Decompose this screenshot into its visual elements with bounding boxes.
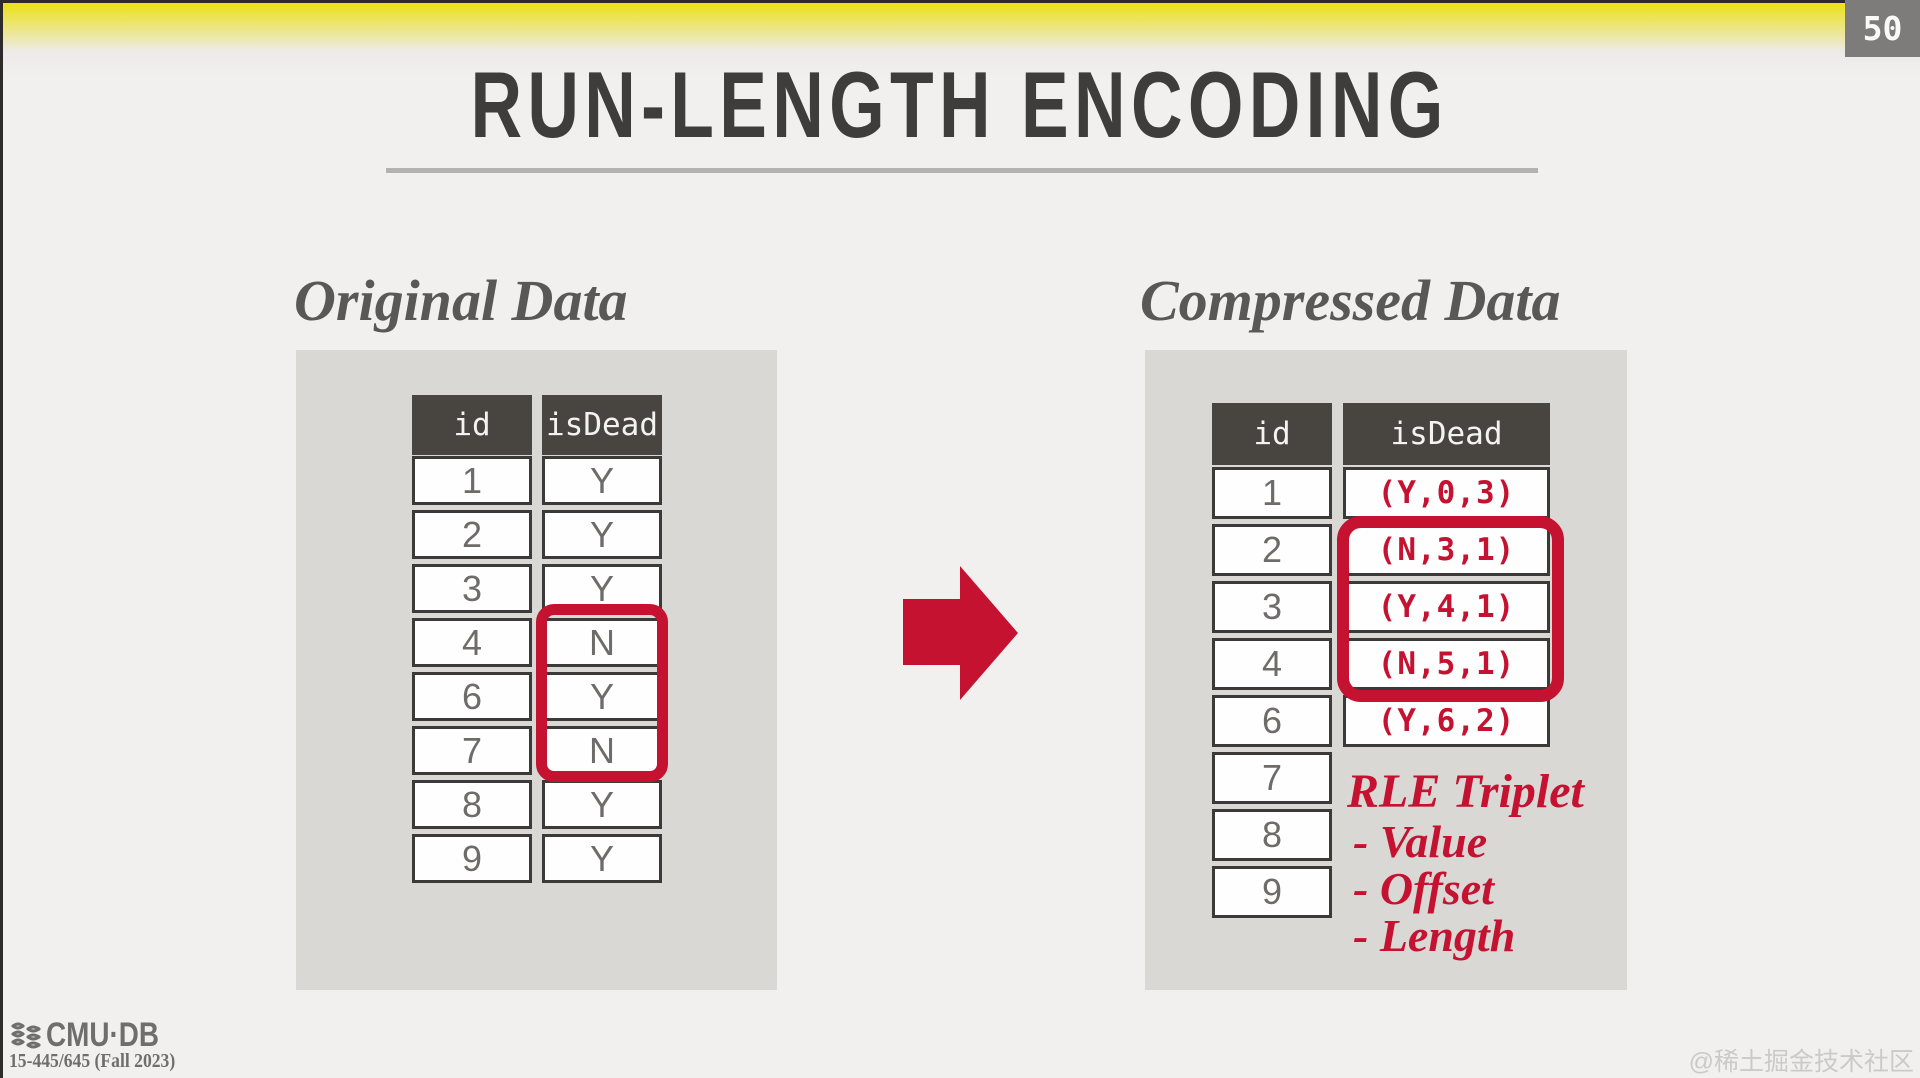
table-cell: Y bbox=[542, 510, 662, 559]
table-cell: 7 bbox=[1212, 752, 1332, 804]
cmu-db-logo-text: CMU·DB bbox=[46, 1016, 160, 1054]
compressed-isdead-header: isDead bbox=[1343, 403, 1550, 465]
rle-triplet-cell: (Y,4,1) bbox=[1343, 581, 1550, 633]
watermark: @稀土掘金技术社区 bbox=[1688, 1048, 1914, 1076]
table-cell: 1 bbox=[1212, 467, 1332, 519]
compressed-id-column: id 1 2 3 4 6 7 8 9 bbox=[1212, 403, 1332, 918]
table-cell: 4 bbox=[412, 618, 532, 667]
table-cell: Y bbox=[542, 780, 662, 829]
rle-triplet-cell: (N,3,1) bbox=[1343, 524, 1550, 576]
table-cell: 9 bbox=[1212, 866, 1332, 918]
original-id-column: id 1 2 3 4 6 7 8 9 bbox=[412, 395, 532, 883]
table-cell: 3 bbox=[412, 564, 532, 613]
rle-triplet-cell: (Y,0,3) bbox=[1343, 467, 1550, 519]
top-edge-line bbox=[0, 0, 1920, 3]
rle-triplet-cell: (Y,6,2) bbox=[1343, 695, 1550, 747]
red-highlight-original-run bbox=[536, 604, 668, 782]
table-cell: 2 bbox=[1212, 524, 1332, 576]
original-isdead-column: isDead Y Y Y N Y N Y Y bbox=[542, 395, 662, 883]
table-cell: 2 bbox=[412, 510, 532, 559]
slide-title: RUN-LENGTH ENCODING bbox=[470, 52, 1450, 157]
page-number: 50 bbox=[1862, 9, 1903, 48]
rle-annotation-item: - Length bbox=[1353, 910, 1516, 961]
original-isdead-header: isDead bbox=[542, 395, 662, 455]
left-edge-line bbox=[0, 0, 3, 1078]
right-arrow-icon bbox=[903, 566, 1018, 700]
table-cell: 6 bbox=[412, 672, 532, 721]
table-cell: 9 bbox=[412, 834, 532, 883]
compressed-data-heading: Compressed Data bbox=[1140, 268, 1561, 333]
original-data-heading: Original Data bbox=[294, 268, 628, 333]
table-cell: 8 bbox=[412, 780, 532, 829]
title-underline bbox=[386, 168, 1538, 173]
cmu-db-logo: CMU·DB bbox=[10, 1016, 184, 1055]
original-id-header: id bbox=[412, 395, 532, 455]
table-cell: 3 bbox=[1212, 581, 1332, 633]
table-cell: N bbox=[542, 618, 662, 667]
rle-triplet-annotation: RLE Triplet - Value - Offset - Length bbox=[1347, 765, 1584, 961]
compressed-id-header: id bbox=[1212, 403, 1332, 465]
rle-annotation-item: - Value bbox=[1353, 816, 1488, 867]
red-highlight-compressed-run bbox=[1337, 516, 1564, 702]
table-cell: Y bbox=[542, 456, 662, 505]
table-cell: 7 bbox=[412, 726, 532, 775]
table-cell: Y bbox=[542, 834, 662, 883]
course-label: 15-445/645 (Fall 2023) bbox=[9, 1050, 176, 1072]
table-cell: 6 bbox=[1212, 695, 1332, 747]
rle-annotation-title: RLE Triplet bbox=[1347, 765, 1584, 818]
table-cell: 4 bbox=[1212, 638, 1332, 690]
table-cell: 1 bbox=[412, 456, 532, 505]
table-cell: 8 bbox=[1212, 809, 1332, 861]
database-stack-icon bbox=[10, 1021, 42, 1051]
page-number-badge: 50 bbox=[1845, 0, 1920, 57]
rle-annotation-item: - Offset bbox=[1353, 863, 1494, 914]
compressed-isdead-column: isDead (Y,0,3) (N,3,1) (Y,4,1) (N,5,1) (… bbox=[1343, 403, 1550, 747]
